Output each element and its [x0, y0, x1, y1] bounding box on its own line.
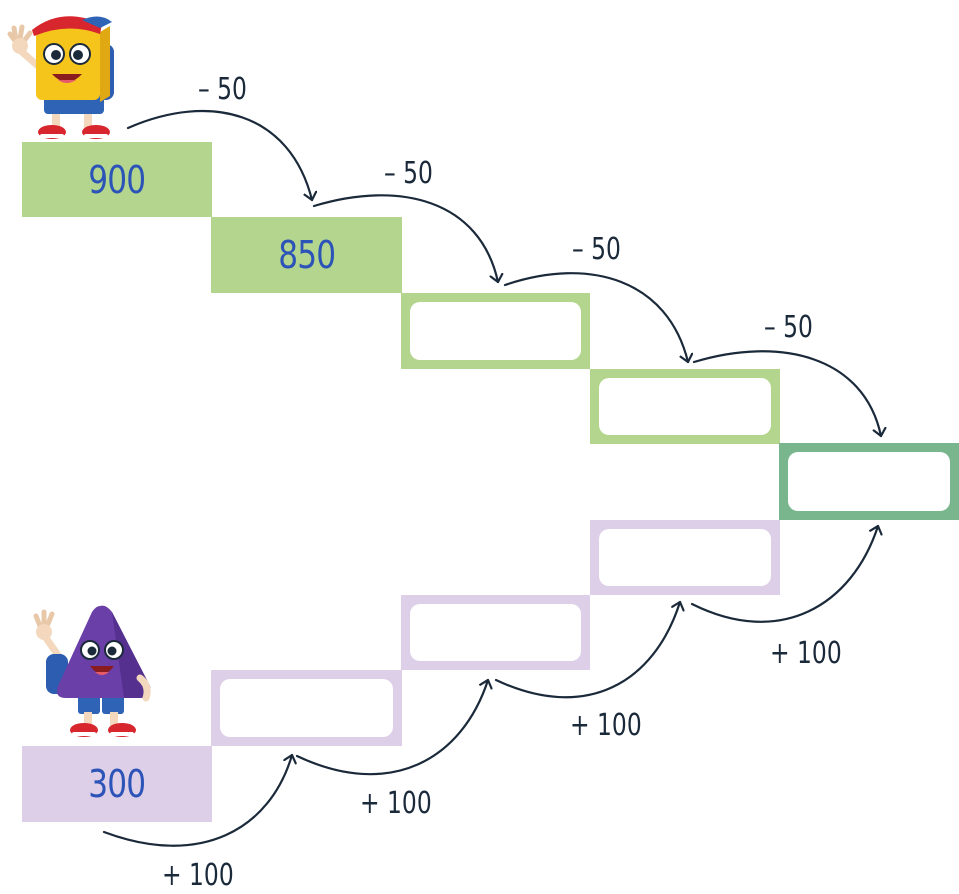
- meeting-step-input[interactable]: [788, 452, 950, 511]
- bottom-step-4-answer-box[interactable]: [590, 520, 780, 595]
- bottom-step-2-answer-box[interactable]: [211, 670, 402, 746]
- arrow-bottom-4: [690, 524, 878, 623]
- bottom-step-1-value: 300: [88, 762, 146, 806]
- arrow-top-2: [312, 194, 498, 284]
- top-op-4-label: – 50: [764, 310, 813, 345]
- top-step-2: 850: [211, 217, 402, 293]
- arrow-bottom-1: [102, 753, 292, 847]
- top-step-1: 900: [22, 142, 212, 217]
- top-step-3-answer-box[interactable]: [401, 293, 590, 369]
- meeting-step-answer-box[interactable]: [779, 443, 959, 520]
- bottom-op-1-label: + 100: [162, 858, 234, 893]
- top-step-4-input[interactable]: [599, 378, 771, 435]
- bottom-step-1: 300: [22, 746, 212, 822]
- triangle-mascot-icon: [33, 605, 151, 737]
- cube-mascot: [2, 4, 128, 142]
- bottom-op-2-label: + 100: [360, 786, 432, 821]
- top-step-2-value: 850: [277, 233, 336, 277]
- bottom-step-4-input[interactable]: [599, 529, 771, 586]
- triangle-mascot: [28, 602, 154, 742]
- top-step-3-input[interactable]: [410, 302, 581, 360]
- arrow-bottom-2: [295, 678, 488, 776]
- arrow-top-3: [503, 272, 688, 364]
- bottom-step-3-input[interactable]: [410, 604, 581, 661]
- bottom-step-2-input[interactable]: [220, 679, 393, 737]
- top-step-4-answer-box[interactable]: [590, 369, 780, 444]
- top-op-1-label: – 50: [198, 72, 247, 107]
- bottom-step-3-answer-box[interactable]: [401, 595, 590, 670]
- top-step-1-value: 900: [88, 157, 146, 202]
- arrow-bottom-3: [494, 600, 680, 699]
- top-op-3-label: – 50: [572, 232, 621, 267]
- bottom-op-3-label: + 100: [570, 708, 642, 743]
- arrow-top-4: [692, 350, 881, 438]
- top-op-2-label: – 50: [384, 156, 433, 191]
- bottom-op-4-label: + 100: [770, 636, 842, 671]
- cube-mascot-icon: [7, 16, 114, 139]
- arrow-top-1: [126, 109, 312, 202]
